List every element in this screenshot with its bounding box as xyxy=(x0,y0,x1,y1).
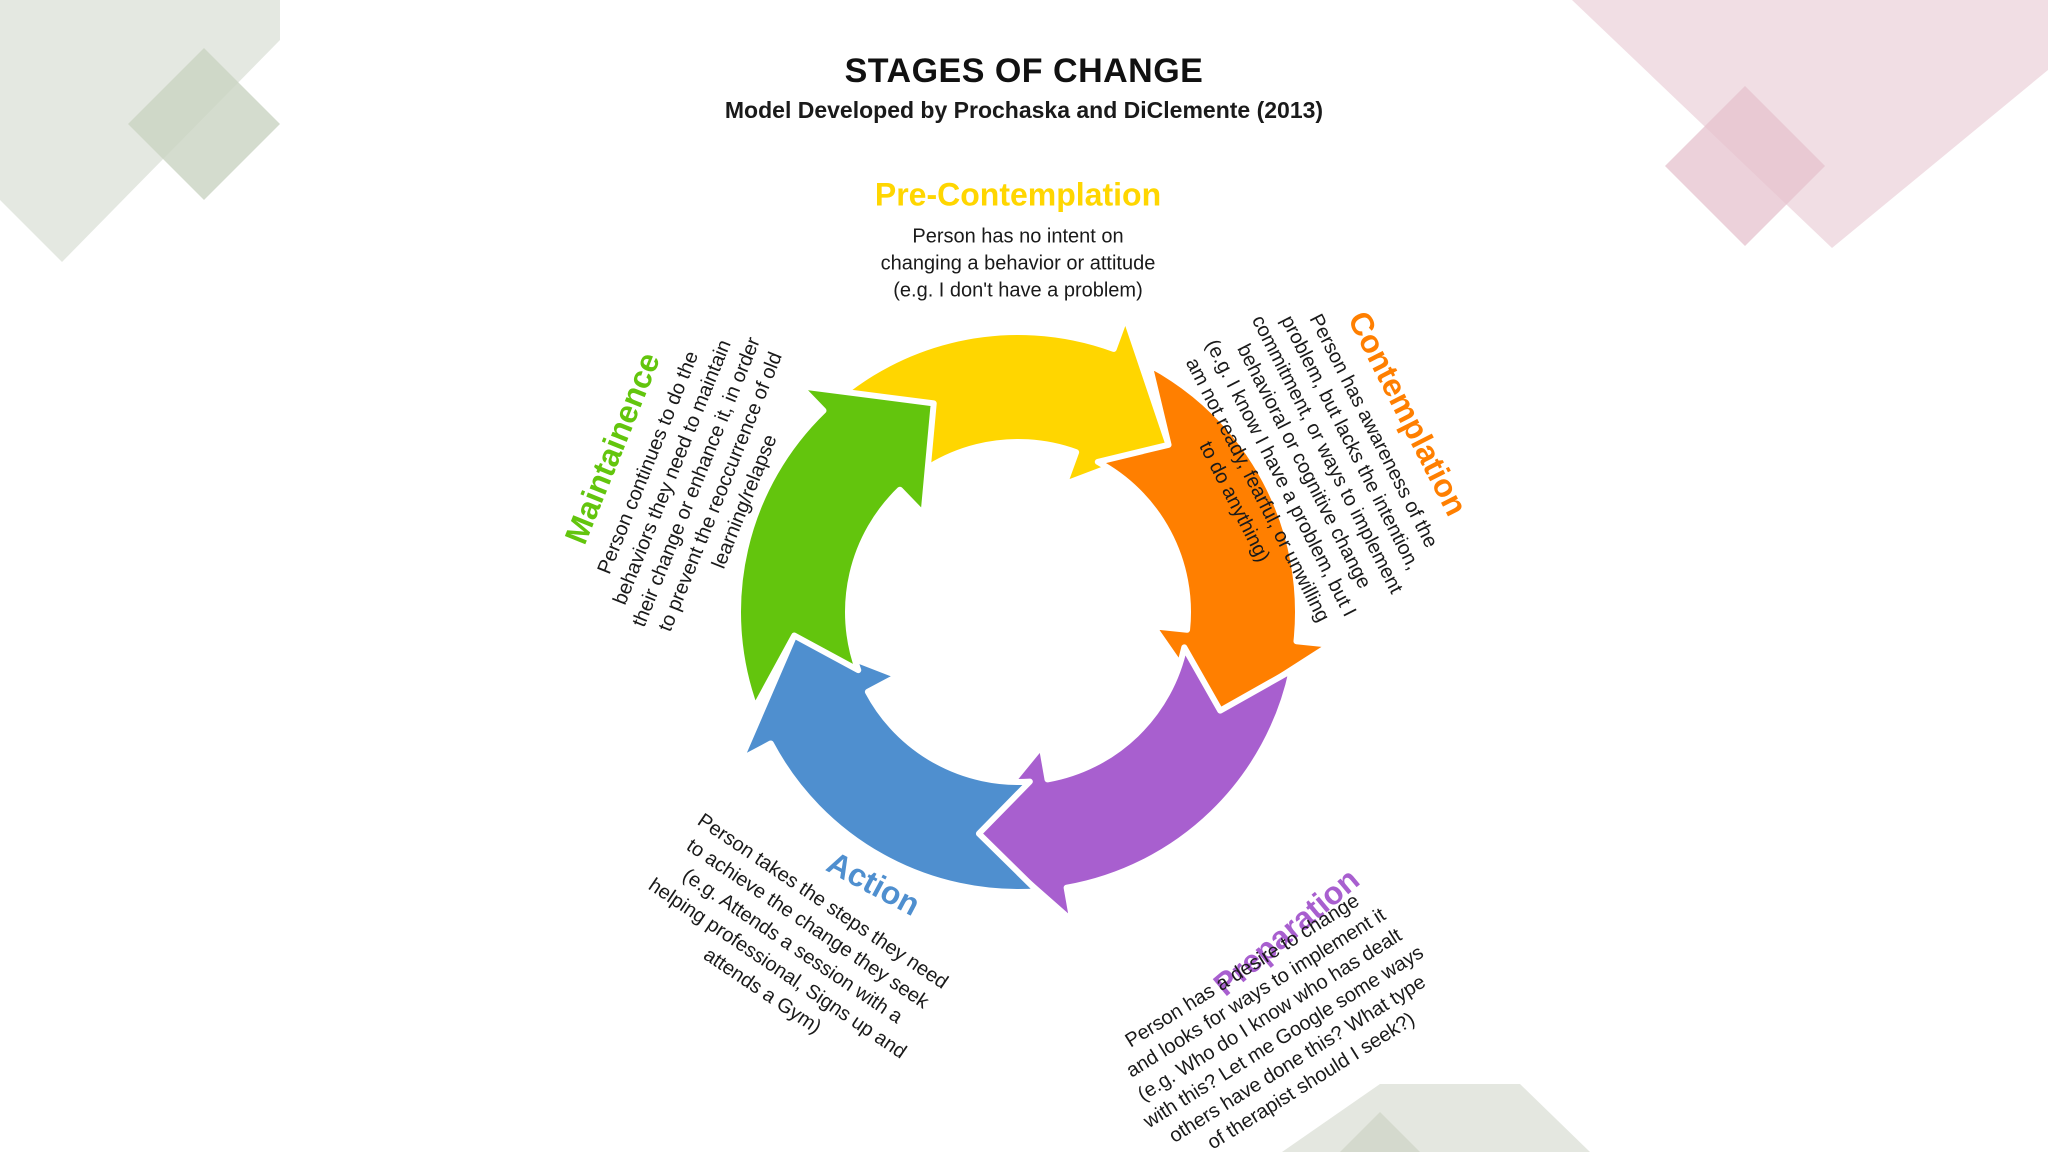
deco-diamond-top-right xyxy=(1572,0,2048,248)
deco-diamond-bottom-small xyxy=(1340,1112,1420,1152)
stage-title-pre-contemplation: Pre-Contemplation xyxy=(875,176,1161,212)
arrow-maintenance xyxy=(735,383,937,711)
arrow-action xyxy=(737,632,1041,895)
page-subtitle: Model Developed by Prochaska and DiCleme… xyxy=(724,97,1324,123)
stage-desc-line-pre-contemplation: (e.g. I don't have a problem) xyxy=(893,279,1143,301)
page-title: STAGES OF CHANGE xyxy=(844,52,1204,90)
deco-diamond-top-left-small xyxy=(128,48,280,200)
arrow-contemplation xyxy=(1094,361,1334,721)
deco-diamond-top-right-small xyxy=(1665,86,1825,246)
cycle-arrows xyxy=(735,313,1334,925)
arrow-preparation xyxy=(968,644,1295,925)
stage-desc-line-pre-contemplation: Person has no intent on xyxy=(912,225,1123,247)
stage-desc-line-pre-contemplation: changing a behavior or attitude xyxy=(881,252,1156,274)
